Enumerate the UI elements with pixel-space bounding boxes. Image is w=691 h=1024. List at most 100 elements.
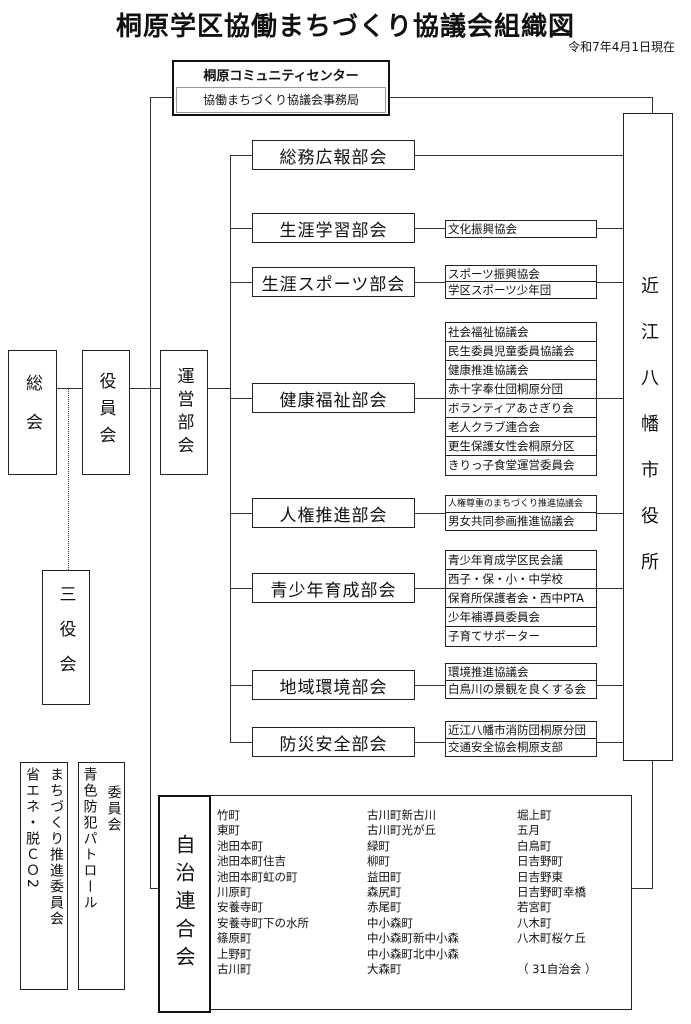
officers-box: 役員会 [82,350,130,475]
neighborhood-item: 中小森町北中小森 [367,946,459,961]
affiliate-group: 民生委員児童委員協議会 [446,342,596,361]
connector [230,398,252,399]
committee-box: 地域環境部会 [252,670,415,700]
neighborhood-item: 堀上町 [517,808,552,822]
neighborhood-item: 白鳥町 [517,838,552,853]
neighborhood-item: 川原町 [217,885,252,900]
neighborhood-item: 八木町 [517,915,552,930]
connector [230,155,231,742]
connector [415,228,445,229]
neighborhood-item: 中小森町 [367,915,413,930]
neighborhood-item: 上野町 [217,946,252,961]
affiliate-group: 更生保護女性会桐原分区 [446,437,596,456]
connector [415,742,445,743]
connector [652,760,653,889]
connector [597,398,623,399]
neighborhood-item: 森尻町 [367,885,402,900]
connector [415,155,623,156]
neighborhood-item: 篠原町 [217,931,252,946]
neighborhood-item: 八木町桜ケ丘 [517,931,586,946]
connector [150,97,172,98]
three-officers-box: 三役会 [42,570,90,705]
committee-box: 健康福祉部会 [252,383,415,413]
committee-box: 総務広報部会 [252,140,415,170]
neighborhood-federation-box: 自治連合会 [158,795,211,1013]
affiliate-group: 男女共同参画推進協議会 [448,514,575,528]
connector [130,388,160,389]
neighborhood-item: 古川町光が丘 [367,823,436,838]
connector [415,685,445,686]
affiliate-group: 環境推進協議会 [446,664,596,681]
dotted-connector [68,389,69,570]
neighborhood-item: 古川町新古川 [367,808,436,822]
connector [230,282,252,283]
affiliate-group: ボランティアあさぎり会 [446,399,596,418]
affiliate-group: スポーツ振興協会 [446,266,596,282]
neighborhood-item: 古川町 [217,962,252,977]
neighborhood-item: 五月 [517,823,540,838]
affiliate-group: 老人クラブ連合会 [446,418,596,437]
eco-col1: 省エネ・脱ＣＯ2 [24,767,40,890]
as-of-date: 令和7年4月1日現在 [568,40,675,54]
connector [57,388,82,389]
neighborhood-item: （ 31自治会 ） [517,962,597,977]
chart-title: 桐原学区協働まちづくり協議会組織図 [115,12,575,42]
neighborhood-item: 池田本町虹の町 [217,869,298,884]
connector [597,228,623,229]
neighborhood-item: 緑町 [367,838,390,853]
committee-box: 防災安全部会 [252,727,415,757]
general-assembly-box: 総会 [8,350,57,475]
affiliate-group: 白鳥川の景観を良くする会 [448,682,586,696]
affiliate-group: 人権尊重のまちづくり推進協議会 [446,496,596,513]
committee-box: 青少年育成部会 [252,573,415,603]
affiliate-group: きりっ子食堂運営委員会 [448,458,575,472]
connector [150,888,158,889]
neighborhood-item: 安養寺町 [217,900,263,915]
connector [230,228,252,229]
committee-box: 人権推進部会 [252,498,415,528]
affiliate-group-box: 環境推進協議会白鳥川の景観を良くする会 [445,663,597,699]
steering-box: 運営部会 [160,350,208,475]
neighborhood-item: 池田本町住吉 [217,854,286,869]
connector [150,97,151,889]
affiliate-group-box: 人権尊重のまちづくり推進協議会男女共同参画推進協議会 [445,495,597,531]
affiliate-group: 交通安全協会桐原支部 [448,740,563,754]
neighborhood-item: 日吉野町幸橋 [517,885,586,900]
connector [632,888,653,889]
affiliate-group: 西子・保・小・中学校 [446,570,596,589]
committee-box: 生涯スポーツ部会 [252,267,415,297]
city-hall-box: 近江八幡市役所 [623,113,673,761]
affiliate-group: 社会福祉協議会 [446,323,596,342]
neighborhood-item: 赤尾町 [367,900,402,915]
committee-box: 生涯学習部会 [252,213,415,243]
neighborhood-item [517,947,637,962]
affiliate-group-box: 文化振興協会 [445,220,597,238]
affiliate-group: 青少年育成学区民会議 [446,551,596,570]
neighborhood-item: 池田本町 [217,838,263,853]
council-office: 協働まちづくり協議会事務局 [176,87,386,113]
affiliate-group: 子育てサポーター [448,629,540,643]
connector [415,282,445,283]
connector [597,588,623,589]
connector [597,282,623,283]
connector [597,513,623,514]
affiliate-group: 健康推進協議会 [446,361,596,380]
affiliate-group-box: 近江八幡市消防団桐原分団交通安全協会桐原支部 [445,721,597,757]
connector [652,97,653,113]
neighborhood-item: 大森町 [367,962,402,977]
patrol-col1: 青色防犯パトロール [81,767,98,911]
connector [597,685,623,686]
affiliate-group-box: 社会福祉協議会民生委員児童委員協議会健康推進協議会赤十字奉仕団桐原分団ボランティ… [445,322,597,476]
neighborhood-list: 竹町古川町新古川堀上町東町古川町光が丘五月池田本町緑町白鳥町池田本町住吉柳町日吉… [217,808,631,977]
neighborhood-item: 柳町 [367,854,390,869]
community-center-box: 桐原コミュニティセンター 協働まちづくり協議会事務局 [172,60,390,116]
affiliate-group: 赤十字奉仕団桐原分団 [446,380,596,399]
affiliate-group-box: スポーツ振興協会学区スポーツ少年団 [445,265,597,299]
affiliate-group: 少年補導員委員会 [446,608,596,627]
connector [230,513,252,514]
neighborhood-item: 中小森町新中小森 [367,931,459,946]
connector [390,97,652,98]
neighborhood-item: 竹町 [217,808,240,822]
